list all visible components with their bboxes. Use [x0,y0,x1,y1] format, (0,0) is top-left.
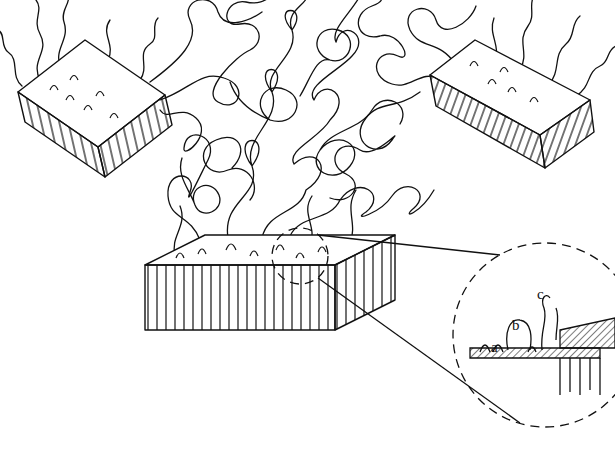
chain-fold [198,249,206,254]
chain-fold [508,88,516,93]
crystal-stem [579,358,580,395]
crystal-side-face [540,100,594,168]
amorphous-chain [160,0,276,105]
amorphous-chain [300,29,350,96]
amorphous-chain [330,92,420,200]
crystal-side-face [98,95,172,177]
chain-fold [66,96,74,101]
chain-fold [488,80,496,85]
crystal-stem [559,358,560,395]
chain-folds [40,76,118,119]
amorphous-chain [203,137,254,200]
crystal-side-face [335,235,395,330]
chain-fold [110,114,118,119]
chain-fold [226,244,236,250]
magnify-circle [272,228,328,284]
chain-fold [470,62,478,67]
crystal-stem [589,358,590,390]
chain-fold [96,92,104,97]
crystal-surface-layer [560,318,615,348]
crystal-stem [599,358,600,395]
amorphous-chain [160,110,211,240]
chain-fold [84,106,92,111]
cilia-chain [36,0,43,80]
cilia-chain [548,16,580,86]
chain-fold [318,247,326,252]
cilium [556,308,558,340]
crystal-stem [569,358,570,392]
chain-fold [276,245,284,250]
chain-fold [530,98,538,103]
amorphous-chain [316,100,403,175]
cilia-chain [140,18,158,80]
amorphous-chain [230,82,297,121]
callout-letter: c [537,287,544,302]
chain-fold [70,76,78,81]
amorphous-chain [227,0,306,238]
amorphous-chain [181,158,220,213]
cilia-chain [576,46,615,96]
chain-fold [500,68,508,73]
cilium [542,296,550,350]
callout-letter: b [512,318,520,333]
crystal-side-face [430,75,545,168]
amorphous-chain [150,0,262,82]
chain-fold [250,251,258,256]
chain-fold [176,253,184,258]
chain-fold [296,253,304,258]
amorphous-chain [262,0,360,238]
cilia-chain [0,30,22,86]
crystal-side-face [18,92,105,177]
cilia-chain [520,0,534,70]
chain-fold [50,86,58,91]
cilia-chain [107,20,111,60]
amorphous-chain [358,0,440,85]
crystal-front-face [145,265,335,330]
inset-circle [453,243,615,427]
leader-line [318,235,500,255]
callout-letter: a [491,340,498,355]
